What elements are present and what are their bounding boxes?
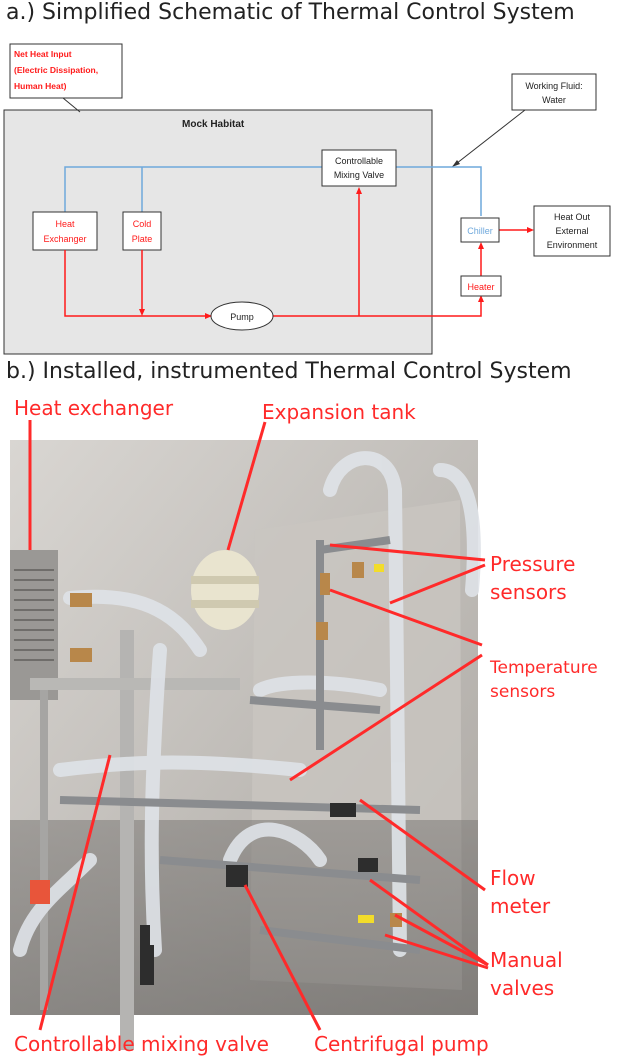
- heater-label: Heater: [467, 282, 494, 292]
- callout-line-pump: [243, 884, 322, 1031]
- label-manual-valves-line2: valves: [490, 976, 555, 1000]
- net-heat-input-line1: Net Heat Input: [14, 49, 72, 59]
- callout-line-pressure-1: [329, 543, 486, 562]
- label-pressure-sensors-line2: sensors: [490, 580, 567, 604]
- chiller-box: [460, 217, 500, 243]
- panel-a-title: a.) Simplified Schematic of Thermal Cont…: [6, 0, 575, 25]
- label-manual-valves: Manual valves: [490, 946, 563, 1002]
- installed-system-photo-area: Heat exchanger Expansion tank Pressure s…: [0, 390, 628, 1059]
- hot-loop-right: [273, 302, 482, 317]
- callout-line-pressure-2: [389, 563, 486, 605]
- working-fluid-line2: Water: [542, 95, 566, 105]
- callout-line-valves-2: [394, 913, 489, 967]
- working-fluid-box: [511, 73, 597, 111]
- heat-exchanger-line2: Exchanger: [43, 234, 86, 244]
- label-temperature-sensors-line2: sensors: [490, 682, 556, 702]
- callout-line-flow-meter: [359, 798, 486, 892]
- cold-loop-pipe: [64, 166, 322, 212]
- hot-loop-left: [64, 250, 212, 317]
- pump-inlet-arrowhead: [205, 313, 212, 319]
- chiller-label: Chiller: [467, 226, 493, 236]
- cold-plate-line2: Plate: [132, 234, 153, 244]
- mock-habitat-label: Mock Habitat: [182, 119, 245, 130]
- mixing-valve-box: [321, 149, 397, 187]
- heat-out-arrowhead: [527, 227, 534, 233]
- label-mixing-valve: Controllable mixing valve: [14, 1032, 269, 1056]
- label-pressure-sensors-line1: Pressure: [490, 552, 576, 576]
- working-fluid-pointer: [451, 109, 526, 168]
- callout-line-expansion-tank: [226, 421, 267, 551]
- working-fluid-arrowhead: [452, 160, 460, 167]
- heat-out-line2: External: [555, 226, 588, 236]
- heat-exchanger-line1: Heat: [55, 219, 75, 229]
- heat-input-pointer: [62, 97, 81, 113]
- label-manual-valves-line1: Manual: [490, 948, 563, 972]
- label-heat-exchanger: Heat exchanger: [14, 396, 174, 420]
- mixing-valve-arrowhead: [356, 187, 362, 194]
- net-heat-input-box: [9, 43, 123, 99]
- chiller-inlet-arrowhead: [478, 242, 484, 249]
- label-flow-meter: Flow meter: [490, 864, 550, 920]
- callout-line-temp-1: [329, 588, 483, 647]
- heat-out-box: [533, 205, 611, 257]
- pump-ellipse: [210, 301, 274, 331]
- cold-plate-box: [122, 211, 162, 251]
- pump-label: Pump: [230, 312, 254, 322]
- callout-line-valves-1: [369, 878, 489, 967]
- expansion-tank: [191, 550, 259, 630]
- coldplate-arrowhead: [139, 309, 145, 316]
- label-expansion-tank: Expansion tank: [262, 400, 416, 424]
- heat-out-line3: Environment: [547, 240, 598, 250]
- callout-line-mixing-valve: [38, 754, 112, 1031]
- label-flow-meter-line1: Flow: [490, 866, 536, 890]
- net-heat-input-line2: (Electric Dissipation,: [14, 65, 98, 75]
- panel-b-title: b.) Installed, instrumented Thermal Cont…: [6, 359, 572, 384]
- thermal-schematic: Mock Habitat Net Heat Input (Electric Di…: [3, 43, 611, 355]
- label-flow-meter-line2: meter: [490, 894, 551, 918]
- mixing-valve-line1: Controllable: [335, 156, 383, 166]
- heat-exchanger-unit: [10, 550, 58, 700]
- cold-loop-pipe-right: [396, 166, 482, 216]
- label-temperature-sensors-line1: Temperature: [490, 658, 598, 678]
- heat-out-line1: Heat Out: [554, 212, 591, 222]
- net-heat-input-line3: Human Heat): [14, 81, 67, 91]
- callout-line-valves-3: [384, 933, 489, 970]
- working-fluid-line1: Working Fluid:: [525, 81, 582, 91]
- cold-plate-line1: Cold: [133, 219, 152, 229]
- label-centrifugal-pump: Centrifugal pump: [314, 1032, 489, 1056]
- installed-system-photo: [10, 420, 489, 1050]
- heater-inlet-arrowhead: [478, 295, 484, 302]
- heat-exchanger-box: [32, 211, 98, 251]
- label-temperature-sensors: Temperature sensors: [490, 656, 598, 704]
- callout-line-temp-2: [289, 653, 483, 782]
- heater-box: [460, 275, 502, 297]
- mixing-valve-line2: Mixing Valve: [334, 170, 384, 180]
- label-pressure-sensors: Pressure sensors: [490, 550, 575, 606]
